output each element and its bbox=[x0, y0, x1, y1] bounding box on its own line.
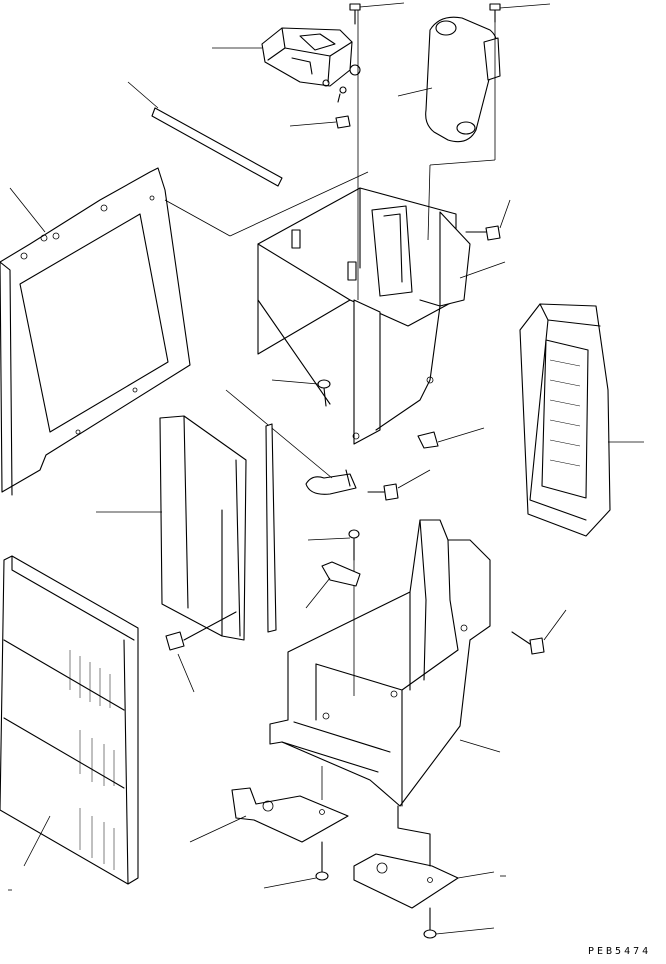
bolt bbox=[465, 199, 511, 241]
sealing-strip bbox=[127, 81, 283, 187]
washer bbox=[349, 64, 361, 76]
duct-panel bbox=[519, 303, 644, 537]
mounting-bracket bbox=[353, 805, 495, 909]
reservoir-tank bbox=[397, 16, 501, 143]
screw bbox=[349, 2, 405, 25]
lower-case bbox=[269, 519, 501, 807]
filter-hatching bbox=[69, 650, 115, 870]
clip bbox=[305, 561, 361, 609]
bolt bbox=[511, 609, 567, 655]
screw bbox=[263, 841, 329, 889]
screw bbox=[271, 379, 331, 407]
drawing-code: PEB5474 bbox=[588, 946, 652, 957]
bolt bbox=[367, 469, 431, 501]
screw bbox=[423, 907, 495, 939]
grommet bbox=[417, 427, 485, 449]
bolt bbox=[165, 611, 237, 693]
upper-bracket-frame bbox=[229, 10, 506, 445]
grommet bbox=[289, 115, 351, 129]
side-plate bbox=[0, 167, 231, 496]
cover-panel bbox=[96, 415, 277, 641]
mounting-bracket bbox=[189, 766, 349, 843]
clip bbox=[225, 389, 357, 495]
screw bbox=[489, 3, 551, 23]
filter-element bbox=[0, 555, 139, 885]
controller-unit bbox=[261, 27, 353, 103]
